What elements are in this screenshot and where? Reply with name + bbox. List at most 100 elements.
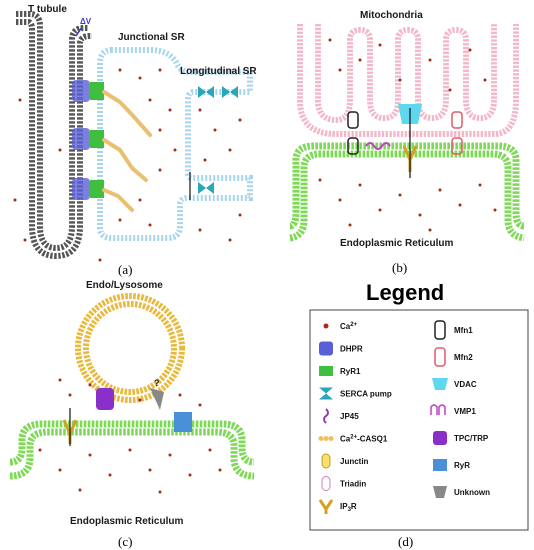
mfn2-icon (451, 111, 463, 129)
legend-entry-label: IP3R (340, 502, 357, 513)
er-label-b: Endoplasmic Reticulum (340, 238, 453, 249)
junctin-icon (321, 453, 331, 469)
dhpr-ryr1-cluster-bottom (72, 178, 134, 212)
triadin-icon (102, 90, 152, 137)
legend-entry-label: Mfn1 (454, 326, 473, 335)
legend-entry-label: Ca2+-CASQ1 (340, 435, 388, 444)
er-membrane-c (9, 428, 255, 480)
delta-v-arrow-icon (75, 26, 83, 37)
legend-entry: Triadin (321, 476, 366, 491)
panel-a-letter: (a) (118, 262, 132, 277)
dhpr-icon (72, 178, 90, 200)
t-tubule-label: T tubule (28, 4, 67, 15)
vmp1-icon (430, 404, 446, 415)
legend-entry-label: Triadin (340, 480, 366, 489)
serca-pump-icon (319, 387, 333, 400)
calcium-dots-b (318, 38, 497, 232)
ip3r-icon (318, 499, 334, 514)
panel-c-letter: (c) (118, 534, 132, 549)
lysosome-membrane (75, 293, 185, 403)
endo-lysosome-label: Endo/Lysosome (86, 280, 163, 291)
legend-entry: VDAC (432, 378, 477, 390)
legend-entry: RyR1 (319, 366, 361, 376)
legend-entry-label: Unknown (454, 488, 490, 497)
mfn1-icon (434, 320, 446, 340)
legend-entry-label: DHPR (340, 345, 363, 354)
legend-entry: Mfn1 (434, 320, 473, 340)
er-membrane-b (289, 150, 525, 242)
legend-entry-label: SERCA pump (340, 390, 392, 399)
legend-box (309, 309, 529, 531)
legend-entry: SERCA pump (319, 387, 392, 400)
mitochondria-label: Mitochondria (360, 10, 423, 21)
mfn1-icon (347, 111, 359, 129)
serca-pump-top (198, 86, 238, 98)
serca-pump-icon (198, 86, 206, 98)
junctional-sr-membrane (97, 47, 253, 241)
t-tubule-membrane (16, 11, 88, 252)
legend-entry: Ca2+ (323, 322, 358, 331)
vmp1-icon (365, 142, 391, 150)
panel-a: T tubule ΔV Junctional SR Longitudinal S… (13, 4, 257, 277)
legend-entry: Junctin (321, 453, 369, 469)
legend-title: Legend (366, 280, 444, 305)
vdac-icon (432, 378, 448, 390)
legend-entry: JP45 (323, 408, 359, 424)
dhpr-ryr1-cluster-mid (72, 128, 148, 182)
triadin-icon (321, 476, 331, 491)
legend-entry: TPC/TRP (433, 431, 489, 445)
legend-entry-label: RyR (454, 461, 470, 470)
mfn2-icon (434, 347, 446, 367)
calcium-dots-a (13, 68, 242, 262)
legend-entry-label: JP45 (340, 412, 359, 421)
ryr1-icon (90, 180, 104, 198)
panel-d-letter: (d) (398, 534, 413, 549)
legend-entry: RyR (433, 459, 470, 471)
legend-entry-label: VDAC (454, 380, 477, 389)
question-mark: ? (154, 378, 160, 388)
panel-b: Mitochondria Endoplasmic Reticulum (b) (289, 10, 525, 275)
dhpr-icon (72, 128, 90, 150)
unknown-icon (433, 486, 447, 498)
er-label-c: Endoplasmic Reticulum (70, 516, 183, 527)
serca-pump-icon (198, 182, 206, 194)
jp45-icon (323, 408, 329, 424)
ryr1-icon (90, 130, 104, 148)
longitudinal-sr-label: Longitudinal SR (180, 66, 257, 77)
triadin-icon (102, 188, 134, 212)
legend-entry: Mfn2 (434, 347, 473, 367)
legend-entry-label: Ca2+ (340, 322, 358, 331)
tpc-trp-icon (433, 431, 447, 445)
ryr1-icon (319, 366, 333, 376)
legend-entry-label: RyR1 (340, 367, 361, 376)
panel-c: Endo/Lysosome ? Endoplasmic Reticulum (c… (9, 280, 255, 549)
ryr-icon (174, 412, 192, 432)
tpc-trp-icon (96, 388, 114, 410)
ca-casq1-icon (318, 436, 334, 441)
legend-entry-label: TPC/TRP (454, 434, 489, 443)
dhpr-ryr1-cluster-top (72, 80, 152, 137)
serca-pump-bottom (189, 172, 214, 200)
dhpr-icon (72, 80, 90, 102)
delta-v-label: ΔV (80, 17, 92, 26)
unknown-icon (150, 388, 164, 410)
junctional-sr-label: Junctional SR (118, 32, 185, 43)
dhpr-icon (319, 341, 333, 356)
ryr-icon (433, 459, 447, 471)
triadin-icon (102, 138, 148, 182)
calcium-icon (323, 323, 329, 329)
mitochondria-membrane (315, 24, 497, 124)
legend-entry: Ca2+-CASQ1 (318, 435, 388, 444)
legend-entry: DHPR (319, 341, 363, 356)
legend-entry: VMP1 (430, 404, 476, 416)
legend-entry-label: Junctin (340, 457, 369, 466)
calcium-dots-c (38, 378, 222, 494)
legend-entry: IP3R (318, 499, 357, 514)
legend-entry: Unknown (433, 486, 490, 498)
legend-entry-label: VMP1 (454, 407, 476, 416)
ryr1-icon (90, 82, 104, 100)
